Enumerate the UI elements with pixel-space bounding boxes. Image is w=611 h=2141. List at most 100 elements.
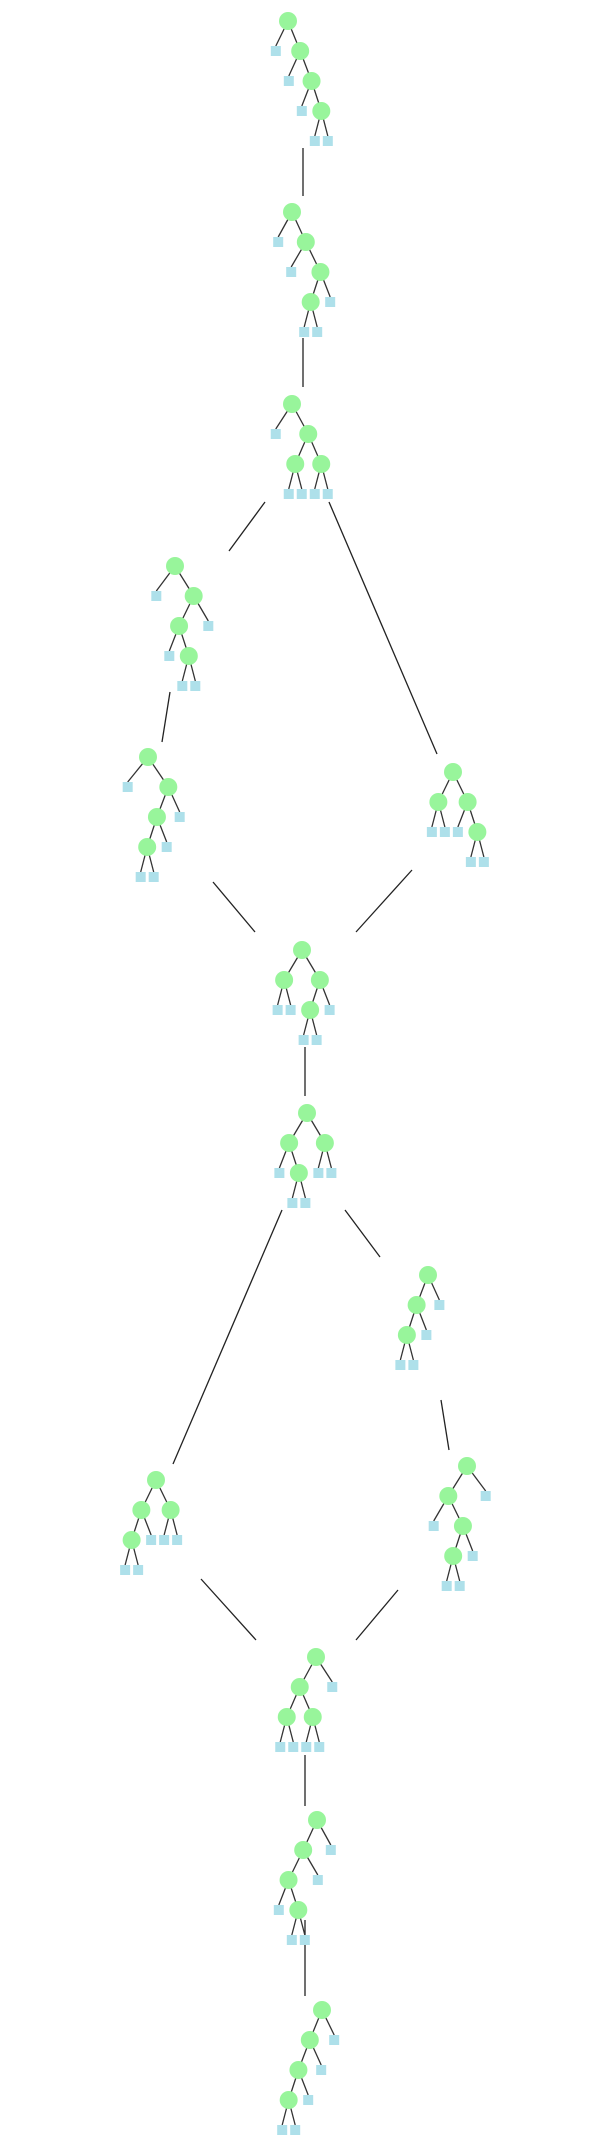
internal-node (301, 293, 320, 311)
internal-node (296, 233, 315, 251)
leaf-node (290, 2125, 301, 2135)
leaf-node (288, 1742, 299, 1752)
graph-edge-t4-t5 (161, 691, 171, 743)
tree-t13 (273, 1811, 336, 1945)
leaf-node (164, 651, 175, 661)
internal-node (294, 1841, 313, 1859)
internal-node (147, 808, 166, 826)
leaf-node (325, 297, 336, 307)
leaf-node (300, 1198, 311, 1208)
leaf-node (283, 489, 294, 499)
leaf-node (274, 1168, 285, 1178)
internal-node (453, 1517, 472, 1535)
leaf-node (322, 136, 333, 146)
graph-edge-t11-t12 (355, 1589, 399, 1641)
graph-edge-t8-t9 (344, 1209, 381, 1258)
internal-node (308, 1811, 326, 1829)
internal-node (170, 617, 189, 635)
internal-node (291, 42, 310, 60)
leaf-node (324, 1005, 335, 1015)
internal-node (407, 1296, 426, 1314)
internal-node (132, 1501, 151, 1519)
leaf-node (314, 1742, 325, 1752)
leaf-node (287, 1198, 298, 1208)
internal-node (122, 1531, 141, 1549)
leaf-node (452, 827, 463, 837)
graph-edge-t3-t6 (328, 501, 438, 755)
internal-node (397, 1326, 416, 1344)
tree-t1 (270, 12, 333, 146)
leaf-node (296, 489, 307, 499)
internal-node (166, 557, 184, 575)
leaf-node (270, 46, 281, 56)
leaf-node (301, 1742, 312, 1752)
internal-node (293, 941, 311, 959)
leaf-node (190, 681, 201, 691)
internal-node (444, 763, 462, 781)
tree-t11 (428, 1457, 491, 1591)
leaf-node (441, 1581, 452, 1591)
graph-edge-t3-t4 (228, 501, 266, 552)
internal-node (315, 1134, 334, 1152)
internal-node (184, 587, 203, 605)
internal-node (179, 647, 198, 665)
internal-node (468, 823, 487, 841)
leaf-node (395, 1360, 406, 1370)
internal-node (289, 1901, 308, 1919)
internal-node (275, 971, 294, 989)
internal-node (283, 203, 301, 221)
leaf-node (122, 782, 133, 792)
internal-node (312, 102, 331, 120)
leaf-node (454, 1581, 465, 1591)
leaf-node (467, 1551, 478, 1561)
graph-edge-t10-t12 (200, 1578, 257, 1641)
leaf-node (309, 489, 320, 499)
tree-t8 (274, 1104, 337, 1208)
leaf-node (428, 1521, 439, 1531)
graph-trees (120, 12, 491, 2135)
leaf-node (151, 591, 162, 601)
internal-node (298, 1104, 316, 1122)
leaf-node (286, 267, 297, 277)
graph-edge-t6-t7 (355, 869, 413, 933)
internal-node (279, 2091, 298, 2109)
leaf-node (159, 1535, 170, 1545)
internal-node (147, 1471, 165, 1489)
leaf-node (277, 2125, 288, 2135)
leaf-node (421, 1330, 432, 1340)
tree-t12 (275, 1648, 338, 1752)
tree-t10 (120, 1471, 183, 1575)
leaf-node (285, 1005, 296, 1015)
leaf-node (135, 872, 146, 882)
leaf-node (273, 1905, 284, 1915)
leaf-node (272, 1005, 283, 1015)
leaf-node (133, 1565, 144, 1575)
tree-t5 (122, 748, 185, 882)
leaf-node (408, 1360, 419, 1370)
leaf-node (480, 1491, 491, 1501)
internal-node (299, 425, 318, 443)
leaf-node (312, 1875, 323, 1885)
internal-node (301, 1001, 320, 1019)
internal-node (313, 2001, 331, 2019)
leaf-node (322, 489, 333, 499)
leaf-node (478, 857, 489, 867)
internal-node (289, 2061, 308, 2079)
internal-node (161, 1501, 180, 1519)
internal-node (279, 1871, 298, 1889)
graph-edge-t9-t11 (440, 1399, 450, 1451)
internal-node (310, 971, 329, 989)
tree-t9 (395, 1266, 445, 1370)
internal-node (429, 793, 448, 811)
internal-node (303, 1708, 322, 1726)
internal-node (312, 455, 331, 473)
leaf-node (434, 1300, 445, 1310)
internal-node (139, 748, 157, 766)
graph-edge-t8-t10 (172, 1209, 283, 1465)
leaf-node (299, 1935, 310, 1945)
internal-node (289, 1164, 308, 1182)
leaf-node (270, 429, 281, 439)
leaf-node (273, 237, 284, 247)
tree-t4 (151, 557, 214, 691)
